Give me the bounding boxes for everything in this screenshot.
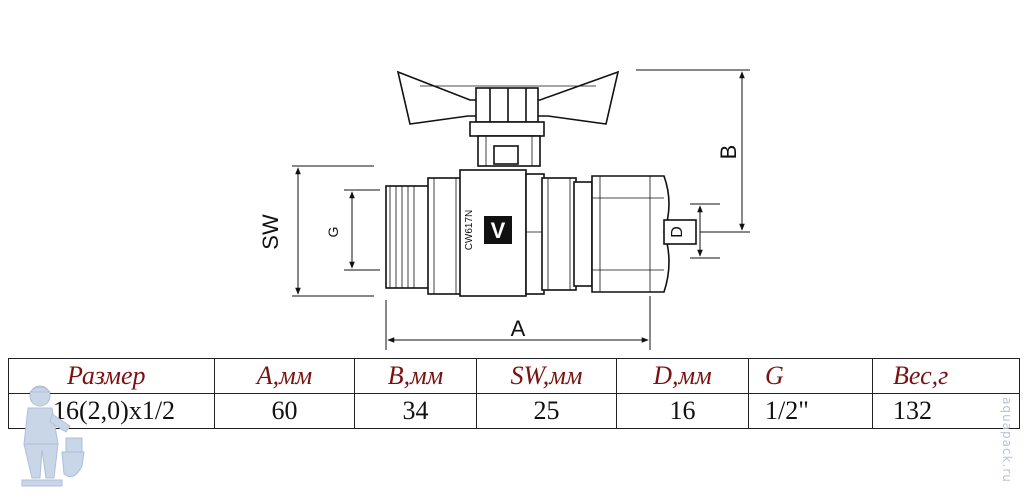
label-g: G — [325, 227, 341, 238]
header-a: А,мм — [214, 358, 355, 394]
plumber-mascot-icon — [21, 385, 85, 487]
watermark-text: aquapack.ru — [1000, 397, 1014, 483]
spec-table: Размер А,мм В,мм SW,мм D,мм G Вес,г 16(2… — [8, 358, 1020, 429]
valve-technical-drawing: V CW617N SW G A B D — [258, 69, 750, 350]
dimension-lines — [292, 69, 750, 350]
brand-logo: V — [484, 216, 512, 244]
label-sw: SW — [258, 214, 283, 250]
cell-b: 34 — [354, 393, 477, 429]
header-b: В,мм — [354, 358, 477, 394]
table-row: 16(2,0)х1/2 60 34 25 16 1/2" 132 — [8, 393, 1020, 429]
cell-weight: 132 — [872, 393, 1020, 429]
label-d: D — [669, 226, 686, 238]
body-marking: CW617N — [464, 210, 475, 251]
label-a: A — [511, 316, 526, 341]
header-size: Размер — [8, 358, 215, 394]
header-g: G — [748, 358, 873, 394]
dimension-labels: SW G A B D — [258, 145, 741, 341]
cell-sw: 25 — [476, 393, 617, 429]
cell-a: 60 — [214, 393, 355, 429]
watermark: aquapack.ru — [994, 384, 1020, 496]
header-d: D,мм — [616, 358, 749, 394]
header-sw: SW,мм — [476, 358, 617, 394]
cell-g: 1/2" — [748, 393, 873, 429]
cell-d: 16 — [616, 393, 749, 429]
table-header-row: Размер А,мм В,мм SW,мм D,мм G Вес,г — [8, 358, 1020, 394]
valve-body-outline — [385, 70, 697, 297]
header-weight: Вес,г — [872, 358, 1020, 394]
logo-letter: V — [491, 218, 506, 243]
label-b: B — [716, 145, 741, 160]
